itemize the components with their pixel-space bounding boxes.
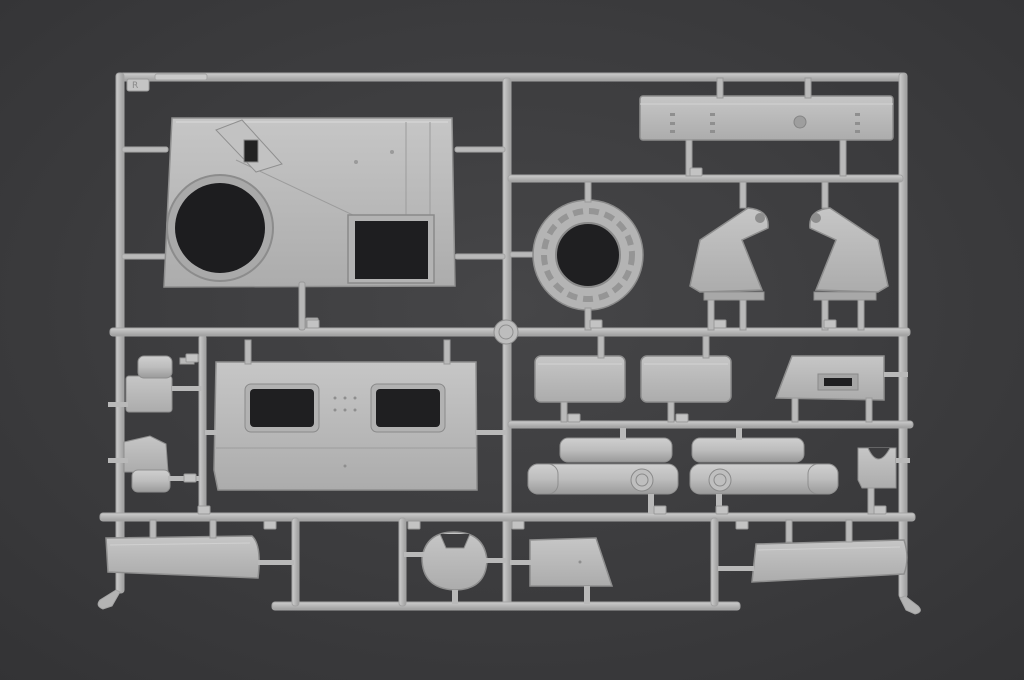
long-mounting-bar bbox=[639, 77, 894, 177]
small-fitting-bottom bbox=[108, 435, 200, 493]
svg-text:R: R bbox=[132, 81, 138, 91]
storage-box-1 bbox=[534, 335, 626, 423]
fender-left bbox=[105, 519, 294, 579]
sprue-letter-tab: R bbox=[126, 73, 208, 92]
round-hatch-part bbox=[404, 531, 506, 604]
part-number-tabs bbox=[183, 167, 887, 530]
runner-hub bbox=[493, 319, 519, 345]
exhaust-cylinder-left bbox=[527, 428, 679, 514]
exhaust-cylinder-right bbox=[689, 428, 839, 514]
suspension-bracket-left bbox=[689, 181, 769, 331]
turret-ring-part bbox=[532, 181, 644, 331]
hull-side-plate bbox=[205, 339, 506, 491]
rear-plate-with-slot bbox=[774, 355, 908, 423]
hull-roof-plate bbox=[163, 117, 456, 288]
storage-box-2 bbox=[640, 335, 732, 423]
angled-plate-part bbox=[510, 537, 614, 604]
u-clamp-part bbox=[857, 447, 910, 515]
fender-right bbox=[718, 519, 908, 583]
suspension-bracket-right bbox=[809, 181, 889, 331]
